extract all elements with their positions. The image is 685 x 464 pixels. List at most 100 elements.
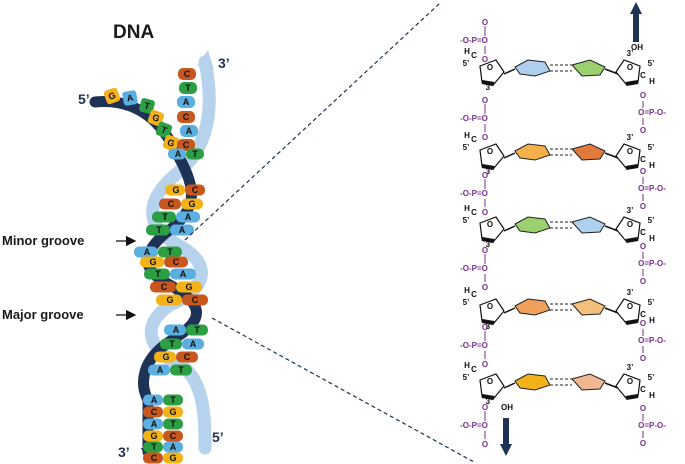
base-letter: C [168, 199, 175, 209]
bottom-left-3prime-label: 3’ [118, 444, 130, 460]
left-strand-arrowhead [500, 444, 512, 456]
deoxyribose-sugar: O [615, 216, 641, 243]
base-block [144, 268, 170, 280]
top-right-arrowhead [197, 50, 214, 70]
base-block [160, 338, 182, 350]
base-letter: A [151, 419, 158, 429]
base-block [143, 452, 163, 464]
phosphate-oxygen: O [640, 91, 646, 100]
deoxyribose-sugar: O [615, 298, 641, 325]
phosphate-oxygen: O [482, 133, 488, 142]
phosphate-oxygen: O [640, 277, 646, 286]
phosphate-group-left: -O-P=O [460, 264, 488, 273]
ring-oxygen: O [487, 147, 493, 156]
sugar-ring [479, 59, 505, 85]
phosphate-oxygen: O [482, 208, 488, 217]
purine-ring [514, 373, 551, 391]
base-letter: A [180, 269, 187, 279]
phosphate-oxygen: O [640, 167, 646, 176]
glycosidic-bond [604, 68, 619, 75]
sugar-ring [479, 298, 505, 324]
bottom-right-5prime-label: 5’ [212, 429, 224, 445]
hydrogen-label: H [649, 316, 655, 325]
base-letter: T [192, 149, 198, 159]
phosphate-oxygen: O [640, 404, 646, 413]
pyrimidine-ring [571, 298, 606, 316]
sugar-bold-edge [481, 80, 495, 86]
base-letter: G [151, 112, 161, 124]
base-letter: T [194, 325, 200, 335]
unpaired-base-left: G [103, 87, 121, 105]
bottom-right-arrowhead [199, 426, 211, 440]
base-letter: C [192, 185, 199, 195]
deoxyribose-sugar: O [479, 216, 505, 243]
phosphate-oxygen: O [482, 283, 488, 292]
hydrogen-label: H [464, 361, 470, 370]
phosphate-oxygen: O [640, 126, 646, 135]
carbon-label: C [640, 71, 646, 80]
sugar-ring [615, 216, 641, 242]
right-strand-arrowhead [630, 2, 642, 14]
base-letter: A [186, 126, 193, 136]
base-letter: T [156, 225, 162, 235]
sugar-bold-edge [625, 80, 639, 86]
glycosidic-bond [604, 382, 619, 389]
phosphate-oxygen: O [640, 354, 646, 363]
base-letter: A [126, 92, 135, 103]
base-block [148, 364, 170, 376]
prime-5-label: 5’ [463, 373, 470, 382]
phosphate-oxygen: O [482, 323, 488, 332]
base-letter: T [151, 442, 157, 452]
prime-5-label: 5’ [648, 143, 655, 152]
zoom-line-bottom [211, 317, 475, 463]
ring-oxygen: O [627, 147, 633, 156]
prime-3-label: 3’ [627, 49, 634, 58]
deoxyribose-sugar: O [479, 373, 505, 400]
base-block [181, 198, 203, 210]
prime-3-label: 3’ [486, 322, 493, 331]
base-letter: T [170, 395, 176, 405]
base-letter: G [188, 199, 195, 209]
prime-3-label: 3’ [627, 288, 634, 297]
minor-groove-label: Minor groove [2, 233, 84, 248]
base-letter: C [184, 69, 191, 79]
base-block [162, 134, 180, 152]
hydrogen-label: H [649, 234, 655, 243]
unpaired-base-right: T [179, 82, 197, 94]
sugar-ring [615, 59, 641, 85]
base-block [155, 121, 173, 139]
base-letter: A [157, 365, 164, 375]
phosphate-group-right: O=P-O- [638, 108, 666, 117]
phosphate-oxygen: O [482, 246, 488, 255]
base-letter: G [169, 453, 176, 463]
sugar-bold-edge [481, 164, 495, 170]
base-letter: C [151, 407, 158, 417]
ring-oxygen: O [627, 302, 633, 311]
base-letter: T [167, 247, 173, 257]
base-letter: G [149, 257, 156, 267]
purine-ring [514, 216, 551, 234]
sugar-ring [479, 373, 505, 399]
phosphate-group-left: -O-P=O [460, 189, 488, 198]
base-block [143, 418, 163, 430]
hydrogen-label: H [649, 77, 655, 86]
prime-5-label: 5’ [648, 298, 655, 307]
base-block [185, 184, 205, 196]
base-block [176, 351, 198, 363]
base-block [152, 211, 176, 223]
base-ring-pair [503, 298, 619, 316]
hydrogen-label: H [649, 391, 655, 400]
diagram-title: DNA [113, 22, 154, 43]
terminal-hydroxyl-top: OH [631, 43, 643, 52]
base-block [143, 441, 163, 453]
